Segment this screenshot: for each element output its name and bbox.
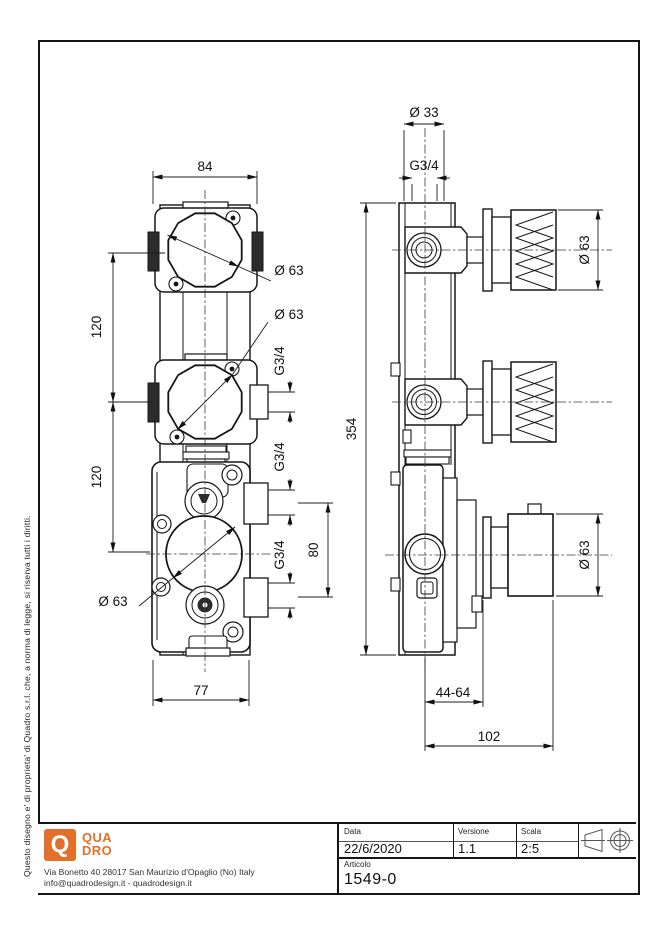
dim-depth-range: 44-64: [436, 685, 471, 700]
column-divider-1: [453, 824, 454, 857]
scale-label: Scala: [521, 827, 542, 836]
dim-port-spacing: 80: [306, 542, 321, 557]
side-view: [390, 202, 557, 656]
company-address: Via Bonetto 40 28017 San Maurizio d'Opag…: [44, 867, 255, 889]
dim-g34-port1: G3/4: [272, 346, 287, 376]
column-divider-3: [578, 824, 579, 857]
dim-front-width: 84: [197, 159, 213, 174]
dim-dia63-knob: Ø 63: [577, 235, 592, 264]
front-view: [147, 201, 269, 657]
dim-body-width: 77: [193, 683, 208, 698]
company-block: Q QUA DRO Via Bonetto 40 28017 San Mauri…: [38, 824, 337, 893]
dim-pitch-bottom: 120: [89, 466, 104, 489]
version-value: 1.1: [458, 841, 477, 856]
title-block: Data 22/6/2020 Versione 1.1 Scala 2:5 Ar…: [337, 824, 636, 893]
title-block-divider: [339, 857, 636, 859]
logo-text-line2: DRO: [82, 843, 113, 858]
projection-symbol-icon: [581, 828, 633, 853]
dim-dia63-cartridge: Ø 63: [98, 594, 127, 609]
label-underline: [339, 841, 578, 842]
dim-dia63-handle: Ø 63: [577, 540, 592, 569]
dimension-labels: 84 120 120 Ø 63 Ø 63 Ø 63 G3/4 G3/4 G3/4…: [89, 105, 592, 744]
quadro-logo-icon: Q: [44, 829, 76, 861]
dim-g34-top: G3/4: [409, 158, 439, 173]
bottom-band: Q QUA DRO Via Bonetto 40 28017 San Mauri…: [38, 822, 636, 893]
address-line2: info@quadrodesign.it - quadrodesign.it: [44, 878, 192, 888]
date-value: 22/6/2020: [344, 841, 402, 856]
article-label: Articolo: [344, 860, 371, 869]
address-line1: Via Bonetto 40 28017 San Maurizio d'Opag…: [44, 867, 255, 877]
dim-overall-depth: 102: [478, 729, 501, 744]
logo-text-line1: QUA: [82, 830, 113, 845]
scale-value: 2:5: [521, 841, 540, 856]
version-label: Versione: [458, 827, 490, 836]
drawing-border: [38, 40, 640, 895]
dim-dia63-mid: Ø 63: [274, 307, 303, 322]
dim-g34-port3: G3/4: [272, 540, 287, 570]
date-label: Data: [344, 827, 361, 836]
column-divider-2: [516, 824, 517, 857]
dim-dia63-top: Ø 63: [274, 263, 303, 278]
dim-overall-height: 354: [344, 417, 359, 440]
dimension-lines: [108, 121, 603, 751]
article-value: 1549-0: [344, 871, 397, 888]
dim-dia33-top: Ø 33: [409, 105, 438, 120]
dim-pitch-top: 120: [89, 316, 104, 339]
dim-g34-port2: G3/4: [272, 442, 287, 472]
